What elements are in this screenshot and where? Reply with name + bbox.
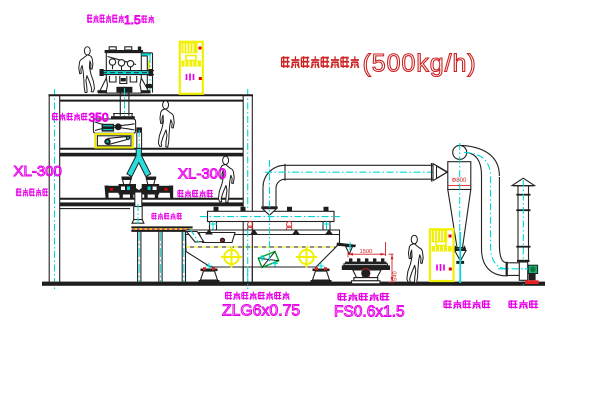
svg-text:(500kg/h): (500kg/h) (363, 50, 477, 78)
svg-text:XL-300: XL-300 (14, 163, 62, 180)
svg-text:1.5: 1.5 (124, 13, 141, 27)
svg-text:350: 350 (89, 111, 109, 125)
svg-text:FS0.6x1.5: FS0.6x1.5 (334, 304, 405, 321)
svg-text:1500: 1500 (360, 249, 373, 255)
svg-text:540: 540 (393, 271, 399, 281)
svg-text:ZLG6x0.75: ZLG6x0.75 (222, 303, 300, 320)
svg-text:XL-300: XL-300 (178, 166, 226, 183)
